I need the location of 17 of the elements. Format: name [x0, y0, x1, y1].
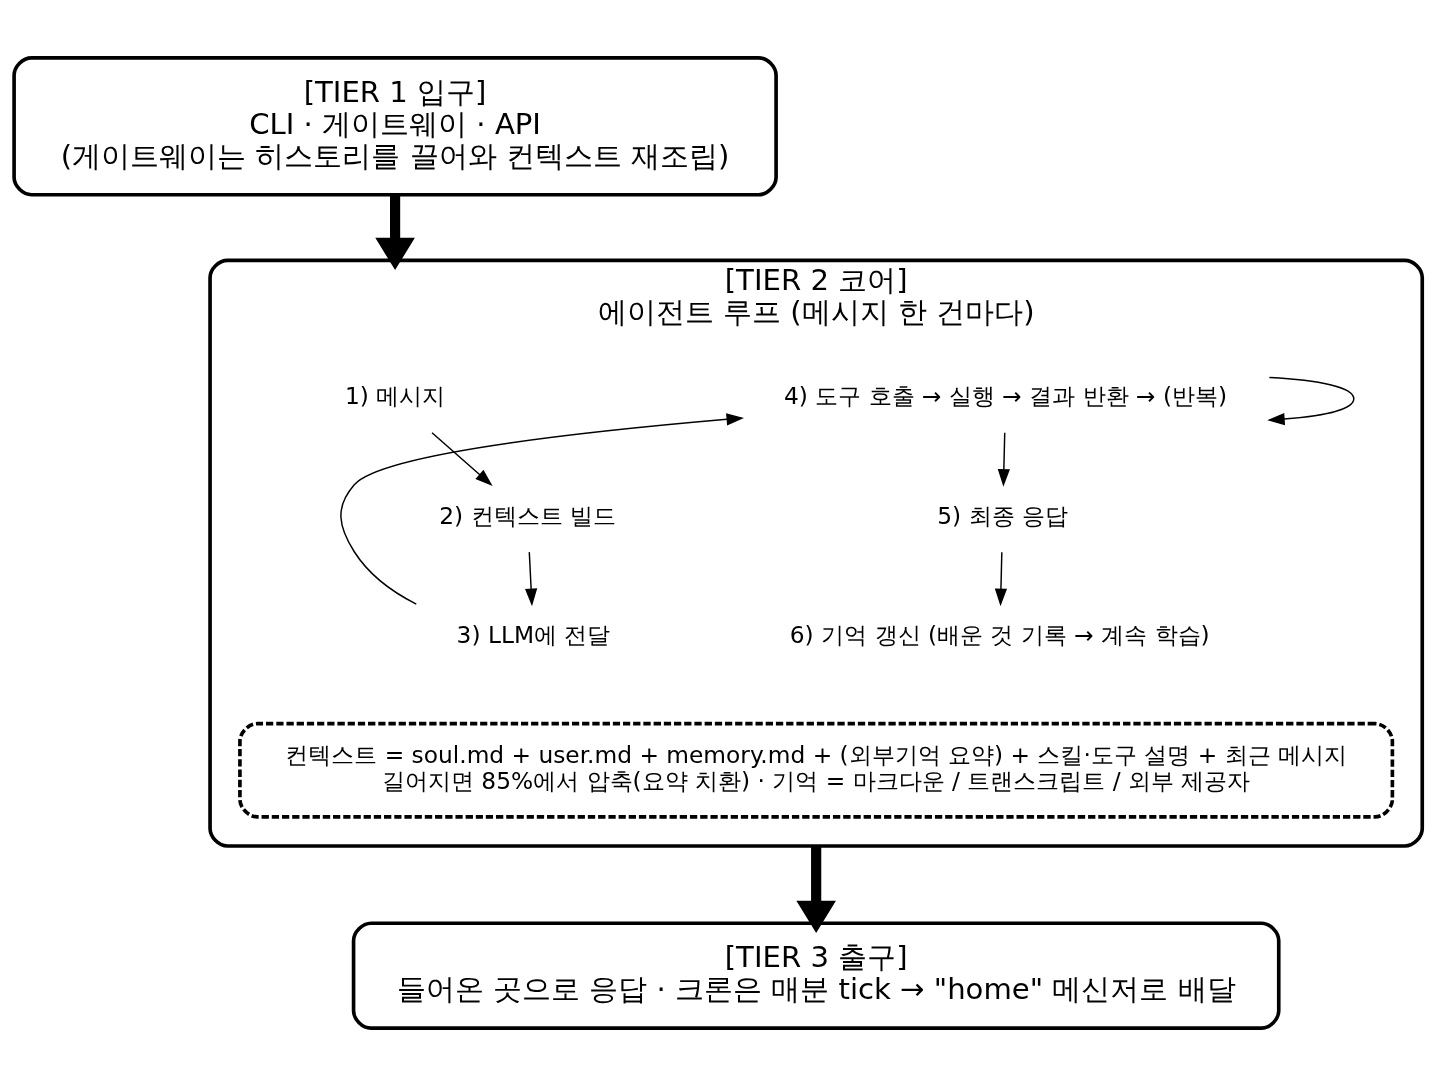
node-box: 컨텍스트 = soul.md + user.md + memory.md + (외부기억 요약) + 스킬·도구 설명 + 최근 메시지 길어지면 85%에서 압축(요약 치환) · 기억 = 마크다운 / 트랜스크립트 / 외부 제공자	[238, 721, 1395, 819]
node-text: 5) 최종 응답	[937, 501, 1069, 529]
arrow	[997, 431, 1010, 487]
arrow	[340, 413, 744, 605]
node-box: [TIER 3 출구] 들어온 곳으로 응답 · 크론은 매분 tick → "home" 메신저로 배달	[351, 921, 1281, 1030]
arrow	[1267, 376, 1355, 426]
node-text: 4) 도구 호출 → 실행 → 결과 반환 → (반복)	[783, 382, 1228, 410]
node-text: 2) 컨텍스트 빌드	[439, 501, 617, 529]
node-text: 6) 기억 갱신 (배운 것 기록 → 계속 학습)	[789, 621, 1210, 649]
arrow	[375, 195, 415, 271]
arrow	[994, 551, 1008, 607]
node-box: [TIER 1 입구] CLI · 게이트웨이 · API (게이트웨이는 히스토리를 끌어와 컨텍스트 재조립)	[12, 56, 778, 197]
arrow	[525, 551, 538, 607]
node-text: 3) LLM에 전달	[456, 621, 611, 649]
arrow	[431, 431, 493, 486]
arrow	[796, 846, 836, 934]
node-text: 1) 메시지	[344, 382, 446, 410]
